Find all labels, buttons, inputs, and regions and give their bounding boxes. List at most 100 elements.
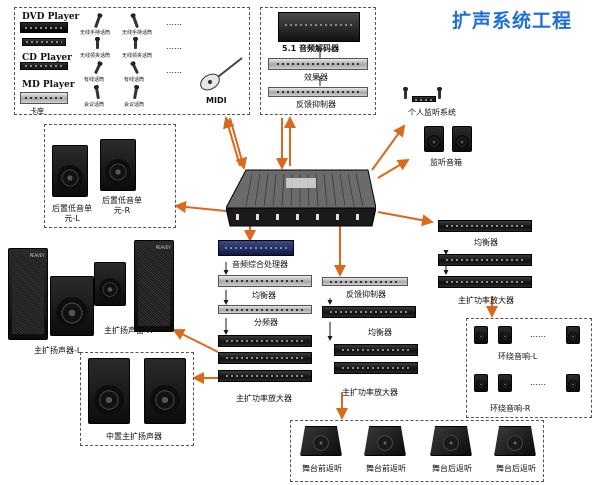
- sources-box: [14, 7, 250, 115]
- center-speakers-box: [80, 352, 194, 446]
- stage-monitors-box: [290, 420, 544, 482]
- mid-feedback-suppressor: [322, 277, 408, 286]
- mic-label-3: 无线领夹话筒: [80, 53, 111, 59]
- surround-dots-2: ……: [530, 378, 546, 387]
- effects-unit: [268, 58, 368, 70]
- right-amp-label: 主扩功率放大器: [458, 296, 514, 305]
- monitor-speaker-left: [424, 126, 444, 152]
- arrow-sources-to-mixer: [229, 117, 248, 170]
- right-amp-2: [438, 276, 532, 288]
- more-mics-2: ……: [166, 42, 182, 51]
- left-equalizer: [218, 275, 312, 287]
- mic-label-2: 无线手持话筒: [122, 30, 153, 36]
- mid-equalizer: [322, 306, 416, 318]
- surround-dots-1: ……: [530, 330, 546, 339]
- arrow-to-rear-sub: [174, 201, 237, 213]
- surround-l-3: [566, 326, 580, 344]
- audio-processor-label: 音频综合处理器: [232, 260, 288, 269]
- left-amp-2: [218, 352, 312, 364]
- mic-label-1: 无线手持话筒: [80, 30, 111, 36]
- surround-r-1: [474, 374, 488, 392]
- mic-label-5: 有线话筒: [84, 77, 105, 83]
- arrow-mixer-to-sources: [223, 116, 241, 167]
- cd-player: [20, 62, 68, 70]
- main-speaker-right-label: 主扩扬声器-R: [104, 326, 153, 335]
- rear-sub-right: [100, 139, 136, 191]
- center-speakers-label: 中置主扩扬声器: [106, 432, 162, 441]
- surround-l-label: 环绕音响-L: [498, 352, 538, 361]
- center-speaker-right: [144, 358, 186, 424]
- crossover-label: 分频器: [254, 318, 278, 327]
- mic-label-8: 会议话筒: [124, 102, 145, 108]
- lavalier-mic-icon: [95, 37, 100, 49]
- rear-sub-left-label: 后置低音单元-L: [52, 204, 92, 223]
- mic-label-6: 有线话筒: [124, 77, 145, 83]
- left-eq-label: 均衡器: [252, 291, 276, 300]
- stage-monitor-rear-2-label: 舞台后返听: [496, 464, 536, 473]
- mic-label-7: 会议话筒: [84, 102, 105, 108]
- stage-monitor-rear-1: [430, 426, 472, 456]
- decoder-label: 5.1 音频解码器: [282, 44, 339, 53]
- mid-amp-1: [334, 344, 418, 356]
- more-mics-1: ……: [166, 18, 182, 27]
- md-player-label: MD Player: [22, 80, 75, 90]
- stage-monitor-front-2-label: 舞台前返听: [366, 464, 406, 473]
- feedback-suppressor-top: [268, 87, 368, 97]
- mixing-console: [226, 169, 376, 227]
- top-processors-box: [260, 7, 376, 115]
- stage-monitor-rear-1-label: 舞台后返听: [432, 464, 472, 473]
- right-amp-1: [438, 254, 532, 266]
- arrow-to-monitor-speakers: [377, 158, 410, 179]
- feedback-label-top: 反馈抑制器: [296, 100, 336, 109]
- cd-player-label: CD Player: [22, 53, 72, 63]
- personal-monitor-mic-icon: [437, 87, 442, 99]
- mid-amp-label: 主扩功率放大器: [342, 388, 398, 397]
- surround-l-2: [498, 326, 512, 344]
- more-mics-3: ……: [166, 66, 182, 75]
- md-player: [20, 92, 68, 104]
- monitor-speakers-label: 监听音箱: [430, 158, 462, 167]
- personal-monitor-receiver: [412, 96, 436, 102]
- surround-l-1: [474, 326, 488, 344]
- audio-processor: [218, 240, 294, 256]
- main-speaker-left-sub: [50, 276, 94, 336]
- arrow-to-personal-monitor: [371, 124, 406, 171]
- personal-monitor-label: 个人监听系统: [408, 108, 456, 117]
- rear-sub-right-label: 后置低音单元-R: [102, 196, 142, 215]
- left-amp-1: [218, 335, 312, 347]
- monitor-speaker-right: [452, 126, 472, 152]
- rear-sub-left: [52, 145, 88, 197]
- surround-r-label: 环绕音响-R: [490, 404, 531, 413]
- mid-eq-label: 均衡器: [368, 328, 392, 337]
- audio-decoder: [278, 12, 360, 42]
- diagram-title: 扩声系统工程: [452, 10, 573, 32]
- stage-monitor-front-1-label: 舞台前返听: [302, 464, 342, 473]
- right-equalizer: [438, 220, 532, 232]
- stage-monitor-front-1: [300, 426, 342, 456]
- surround-r-2: [498, 374, 512, 392]
- rear-sub-box: [44, 124, 176, 228]
- surround-r-3: [566, 374, 580, 392]
- mid-feedback-label: 反馈抑制器: [346, 290, 386, 299]
- main-speaker-right-sub: [94, 262, 126, 306]
- mic-label-4: 无线领夹话筒: [122, 53, 153, 59]
- guitar-icon: [200, 57, 243, 91]
- effects-label: 效果器: [304, 73, 328, 82]
- right-eq-label: 均衡器: [474, 238, 498, 247]
- crossover: [218, 305, 312, 314]
- dvd-player: [20, 22, 68, 33]
- mid-amp-2: [334, 362, 418, 374]
- personal-monitor-mic-icon: [403, 87, 408, 99]
- main-speaker-right-tall: PEAVEY: [134, 240, 174, 332]
- arrow-to-right-chain: [377, 211, 434, 227]
- cassette-deck: [22, 38, 66, 46]
- midi-label: MIDI: [206, 96, 227, 105]
- main-speaker-left-tall: PEAVEY: [8, 248, 48, 340]
- stage-monitor-front-2: [364, 426, 406, 456]
- dvd-player-label: DVD Player: [22, 12, 80, 22]
- surround-box: [466, 318, 592, 418]
- arrow-to-main-speakers: [172, 329, 219, 353]
- lavalier-mic-icon: [133, 37, 138, 49]
- left-amp-label: 主扩功率放大器: [236, 394, 292, 403]
